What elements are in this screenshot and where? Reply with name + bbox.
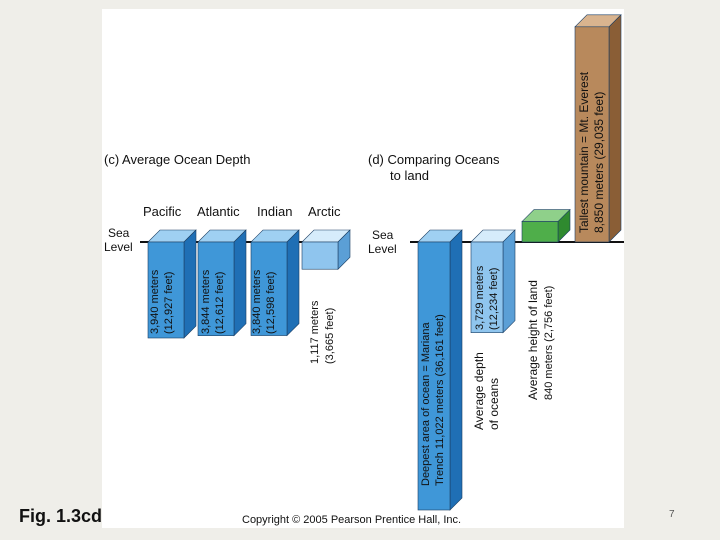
ocean-bar-pacific-front [147,241,185,339]
comparison-bar-tallest-side [608,14,622,243]
comparison-bar-deepest-side [449,229,463,511]
ocean-bar-atlantic [197,229,247,337]
comparison-bar-avg_land [521,208,571,243]
arctic-depth-m: 1,117 meters [309,300,321,364]
sea-level-label-d-line1: Sea [372,228,394,242]
ocean-name-atlantic: Atlantic [197,204,240,219]
section-c-title: (c) Average Ocean Depth [104,152,250,167]
tallest-label-line2: 8,850 meters (29,035 feet) [592,92,606,233]
ocean-bar-indian-side [286,229,300,337]
ocean-bar-arctic [301,229,351,270]
comparison-bar-avg_depth [470,229,516,334]
section-d-title-line2: to land [390,168,429,183]
avg-land-label-line2: 840 meters (2,756 feet) [543,286,555,400]
avg-depth-m: 3,729 meters [474,265,486,330]
page-number: 7 [669,509,675,520]
comparison-bar-tallest-front [574,26,610,243]
atlantic-depth-m: 3,844 meters [200,269,212,334]
comparison-bar-avg_land-front [521,221,559,243]
ocean-bar-atlantic-side [233,229,247,337]
bars-group [147,14,622,511]
ocean-name-indian: Indian [257,204,292,219]
ocean-bar-indian-front [250,241,288,336]
figure-label: Fig. 1.3cd [19,506,103,526]
indian-depth-m: 3,840 meters [251,269,263,334]
ocean-bar-arctic-front [301,241,339,270]
avg-depth-ft: (12,234 feet) [488,268,500,330]
deepest-label-line2: Trench 11,022 meters (36,161 feet) [434,314,446,486]
ocean-name-arctic: Arctic [308,204,341,219]
avg-depth-caption-line2: of oceans [487,378,501,430]
ocean-name-pacific: Pacific [143,204,182,219]
comparison-bar-avg_depth-side [502,229,516,334]
sea-level-label-c-line1: Sea [108,226,130,240]
comparison-bar-deepest [417,229,463,511]
ocean-bar-pacific [147,229,197,339]
tallest-label-line1: Tallest mountain = Mt. Everest [577,71,591,233]
ocean-bar-indian [250,229,300,337]
sea-level-label-d-line2: Level [368,242,397,256]
ocean-bar-atlantic-front [197,241,235,336]
avg-depth-caption-line1: Average depth [472,352,486,430]
avg-land-label-line1: Average height of land [526,280,540,400]
arctic-depth-ft: (3,665 feet) [324,308,336,364]
comparison-bar-deepest-front [417,241,451,511]
deepest-label-line1: Deepest area of ocean = Mariana [420,322,432,486]
pacific-depth-m: 3,940 meters [149,269,161,334]
sea-level-label-c-line2: Level [104,240,133,254]
atlantic-depth-ft: (12,612 feet) [214,272,226,334]
section-d-title-line1: (d) Comparing Oceans [368,152,500,167]
pacific-depth-ft: (12,927 feet) [163,272,175,334]
ocean-bar-pacific-side [183,229,197,339]
copyright-text: Copyright © 2005 Pearson Prentice Hall, … [242,514,461,526]
comparison-bar-avg_depth-front [470,241,504,333]
comparison-bar-tallest [574,14,622,243]
indian-depth-ft: (12,598 feet) [265,272,277,334]
